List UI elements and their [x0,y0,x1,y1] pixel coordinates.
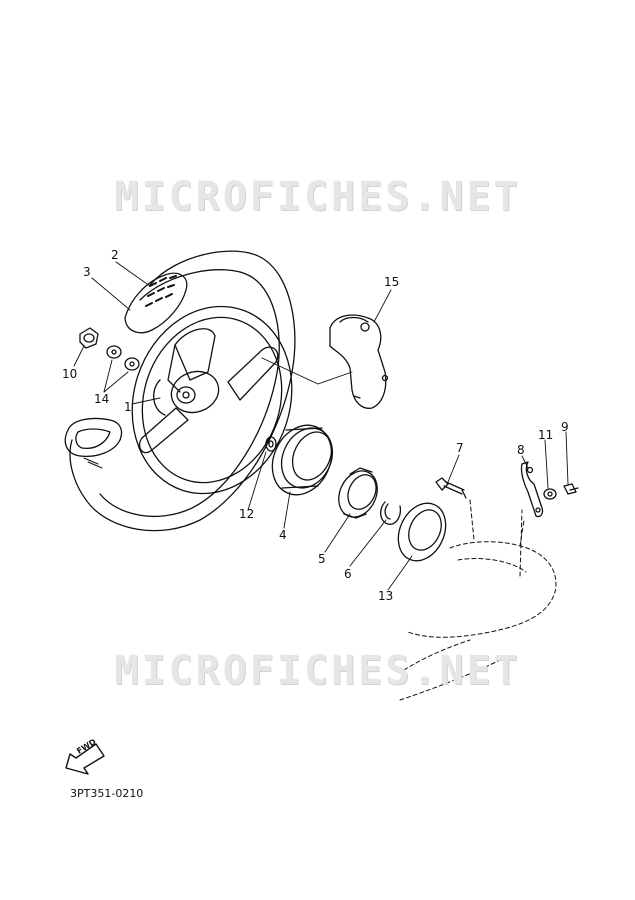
engine-case-outline [399,499,557,701]
tire [64,250,296,532]
leader-lines [73,261,569,591]
callout-13: 13 [378,589,394,603]
watermark-bottom: MICROFICHES.NET [114,648,521,694]
axle-nut [79,327,99,349]
wheel [131,305,293,495]
watermark-top: MICROFICHES.NET [114,174,521,220]
small-bolt [563,483,579,495]
hub-cover [329,314,389,409]
cover-ring [397,502,447,562]
callout-3: 3 [83,265,91,279]
callout-10: 10 [62,367,78,381]
callout-5: 5 [318,552,326,566]
brake-shoe [338,467,378,519]
callout-14: 14 [94,392,110,406]
washers [106,345,140,371]
collar [265,436,277,452]
bracket [520,461,544,518]
bolt [435,477,467,499]
reference-code: 3PT351-0210 [70,787,144,800]
callout-2: 2 [111,248,119,262]
brake-drum [271,424,334,496]
fwd-arrow-icon [65,743,105,775]
callout-12: 12 [239,507,255,521]
snap-ring [380,501,402,525]
callout-4: 4 [279,528,287,542]
callout-7: 7 [456,441,464,455]
callout-1: 1 [124,400,132,414]
callout-9: 9 [561,420,569,434]
callout-6: 6 [344,567,352,581]
callout-11: 11 [538,428,554,442]
callout-15: 15 [384,275,400,289]
callout-8: 8 [517,443,525,457]
lock-washer [543,488,557,500]
